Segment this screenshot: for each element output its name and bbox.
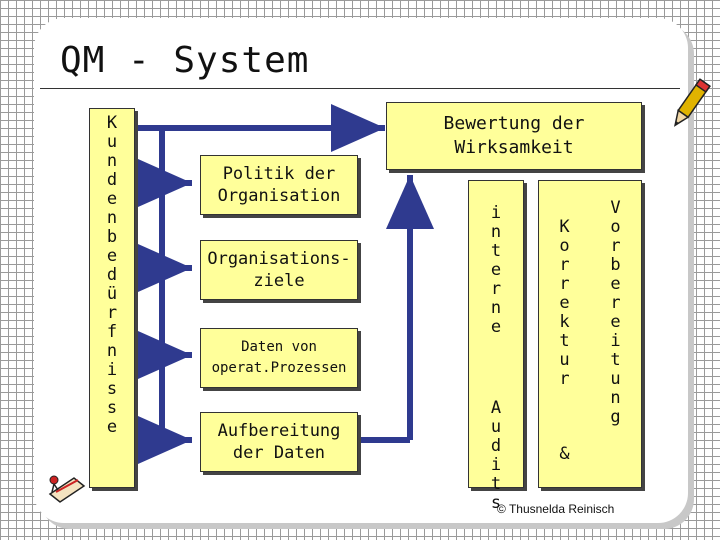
correction-letter: K xyxy=(559,217,570,237)
politik-label: Politik der Organisation xyxy=(217,164,341,206)
title-divider xyxy=(40,88,680,89)
needs-letter: b xyxy=(106,227,118,247)
audit-letter: t xyxy=(490,474,502,494)
preparation-letter: e xyxy=(610,274,621,294)
daten-label: Daten von operat.Prozessen xyxy=(211,339,347,376)
preparation-letter: u xyxy=(610,369,621,389)
preparation-letter: g xyxy=(610,407,621,427)
needs-letter: i xyxy=(106,360,118,380)
daten-box: Daten von operat.Prozessen xyxy=(200,328,358,388)
needs-letter: s xyxy=(106,398,118,418)
audit-letter: s xyxy=(490,493,502,513)
preparation-letter: V xyxy=(610,198,621,218)
page-title: QM - System xyxy=(60,40,310,81)
ampersand: & xyxy=(559,444,570,464)
audit-letter: n xyxy=(490,222,502,242)
correction-letter: r xyxy=(559,369,570,389)
correction-letter: r xyxy=(559,255,570,275)
needs-letter: d xyxy=(106,265,118,285)
needs-letter: u xyxy=(106,132,118,152)
ziele-box: Organisations- ziele xyxy=(200,240,358,300)
needs-letter: s xyxy=(106,379,118,399)
audit-letter: n xyxy=(490,298,502,318)
audit-letter: e xyxy=(490,317,502,337)
needs-letter: K xyxy=(106,113,118,133)
copyright-footer: © Thusnelda Reinisch xyxy=(497,502,615,516)
preparation-letter: n xyxy=(610,388,621,408)
correction-letter: t xyxy=(559,331,570,351)
needs-letter: ü xyxy=(106,284,118,304)
preparation-letter: i xyxy=(610,331,621,351)
paper-doodle-icon xyxy=(48,475,86,503)
audit-letter: r xyxy=(490,279,502,299)
preparation-letter: b xyxy=(610,255,621,275)
preparation-letter: r xyxy=(610,236,621,256)
correction-letter: u xyxy=(559,350,570,370)
preparation-letter: o xyxy=(610,217,621,237)
ziele-label: Organisations- ziele xyxy=(207,249,351,291)
preparation-letter: e xyxy=(610,312,621,332)
aufbereitung-label: Aufbereitung der Daten xyxy=(217,421,341,463)
aufbereitung-box: Aufbereitung der Daten xyxy=(200,412,358,472)
correction-letter: r xyxy=(559,274,570,294)
needs-letter: f xyxy=(106,322,118,342)
politik-box: Politik der Organisation xyxy=(200,155,358,215)
audit-letter: d xyxy=(490,436,502,456)
evaluation-label: Bewertung der Wirksamkeit xyxy=(443,113,585,158)
pencil-icon xyxy=(673,78,711,127)
correction-letter: k xyxy=(559,312,570,332)
needs-letter: e xyxy=(106,189,118,209)
audit-letter: u xyxy=(490,417,502,437)
evaluation-box: Bewertung der Wirksamkeit xyxy=(386,102,642,170)
correction-letter: o xyxy=(559,236,570,256)
audit-letter: A xyxy=(490,398,502,418)
audit-letter: i xyxy=(490,455,502,475)
preparation-letter: t xyxy=(610,350,621,370)
audit-letter: e xyxy=(490,260,502,280)
needs-letter: e xyxy=(106,417,118,437)
preparation-letter: r xyxy=(610,293,621,313)
audit-letter: i xyxy=(490,203,502,223)
audit-letter: t xyxy=(490,241,502,261)
needs-letter: n xyxy=(106,208,118,228)
needs-letter: d xyxy=(106,170,118,190)
needs-letter: r xyxy=(106,303,118,323)
correction-letter: e xyxy=(559,293,570,313)
needs-letter: n xyxy=(106,151,118,171)
needs-letter: n xyxy=(106,341,118,361)
needs-letter: e xyxy=(106,246,118,266)
